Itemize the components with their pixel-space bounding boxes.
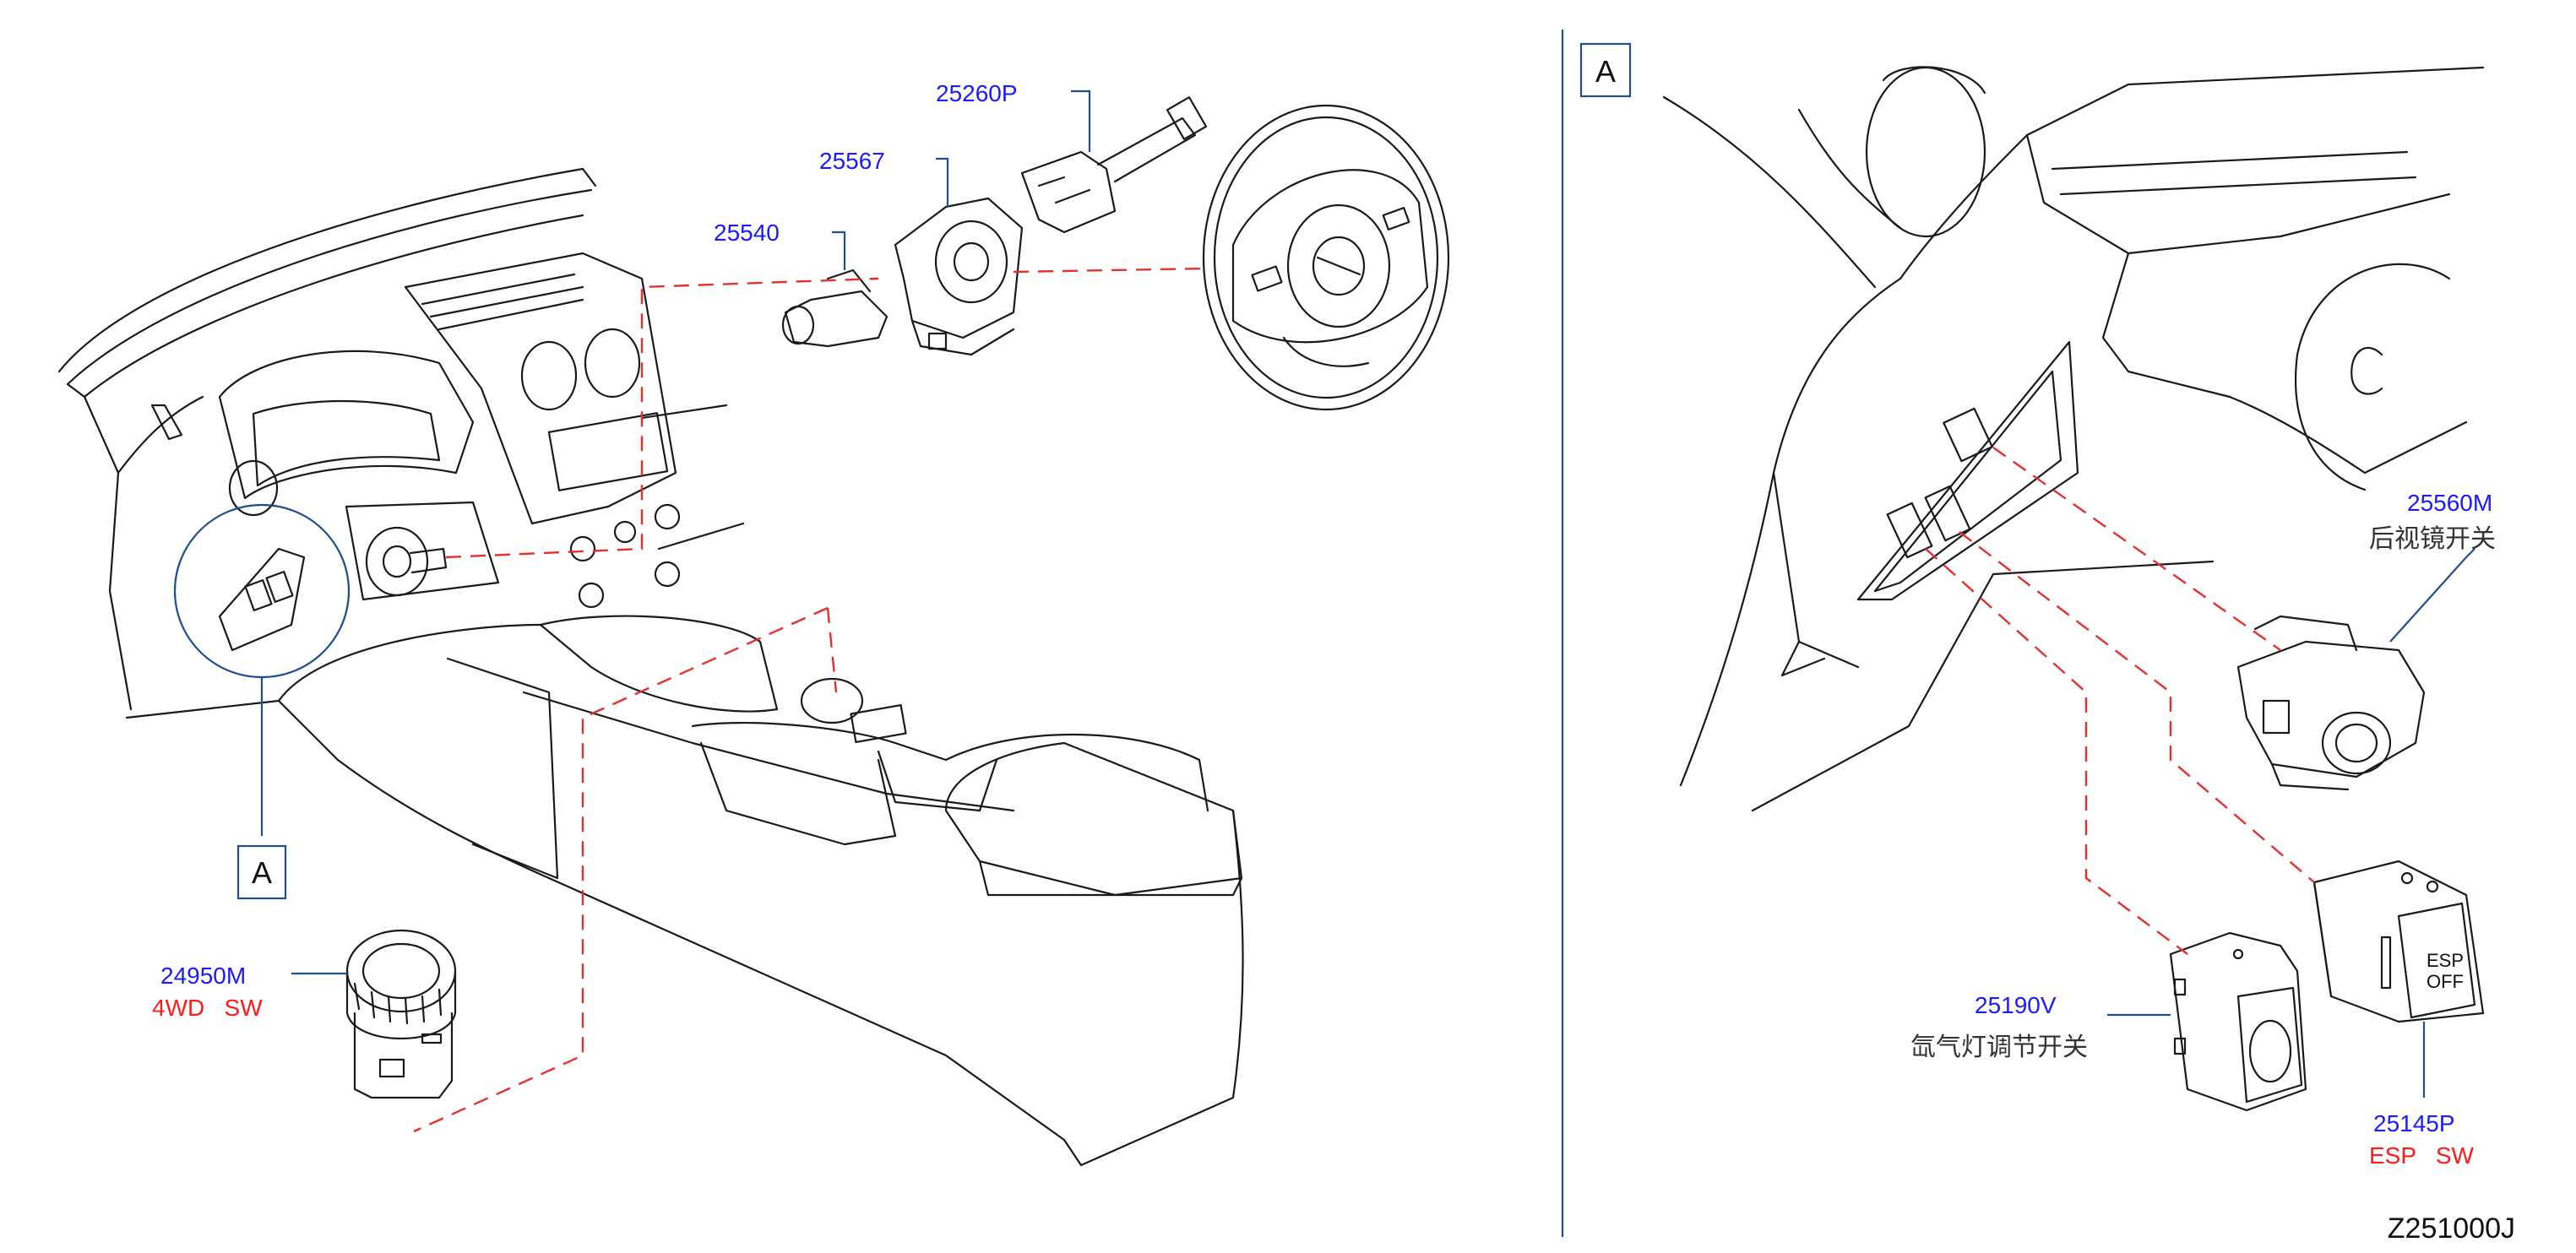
detail-a-dashboard-drawing bbox=[1662, 66, 2485, 812]
detail-a-label-left: A bbox=[252, 855, 272, 890]
callout-25145p-number: 25145P bbox=[2373, 1110, 2455, 1136]
detail-a-circle bbox=[173, 503, 351, 900]
detail-a-box-right bbox=[1579, 42, 1632, 98]
callout-25540-number: 25540 bbox=[714, 220, 780, 246]
callout-24950m-name: 4WD SW bbox=[152, 995, 263, 1021]
drawing-code: Z251000J bbox=[2388, 1212, 2515, 1245]
dashed-connectors-right bbox=[1925, 447, 2315, 955]
callout-25190v-desc: 氙气灯调节开关 bbox=[1910, 1033, 2088, 1062]
leader-lines-left bbox=[291, 90, 1091, 975]
dashboard-overview-drawing bbox=[57, 167, 1244, 1167]
switch-4wd-24950m bbox=[345, 929, 457, 1099]
spiral-cable-25567 bbox=[894, 197, 1024, 356]
esp-button-label-line2: OFF bbox=[2427, 971, 2464, 992]
combination-switch-25260p bbox=[1020, 96, 1208, 234]
callout-25567-number: 25567 bbox=[819, 148, 885, 174]
detail-a-label-right: A bbox=[1595, 54, 1616, 89]
esp-switch-25145p bbox=[2312, 860, 2485, 1023]
callout-25145p-name: ESP SW bbox=[2369, 1142, 2475, 1169]
callout-25260p-number: 25260P bbox=[936, 80, 1018, 106]
callout-25560m-desc: 后视镜开关 bbox=[2369, 524, 2496, 554]
leader-lines-right bbox=[2107, 548, 2475, 1098]
callout-25190v-number: 25190V bbox=[1975, 992, 2057, 1018]
callout-24950m-number: 24950M bbox=[160, 963, 246, 989]
mirror-switch-25560m bbox=[2236, 615, 2426, 791]
switch-25540 bbox=[781, 268, 889, 348]
steering-wheel-drawing bbox=[1202, 104, 1450, 411]
callout-25560m-number: 25560M bbox=[2407, 490, 2492, 516]
xenon-leveling-switch-25190v bbox=[2169, 931, 2307, 1112]
dashed-connectors-left bbox=[413, 267, 1209, 1133]
esp-button-label-line1: ESP bbox=[2427, 950, 2464, 971]
